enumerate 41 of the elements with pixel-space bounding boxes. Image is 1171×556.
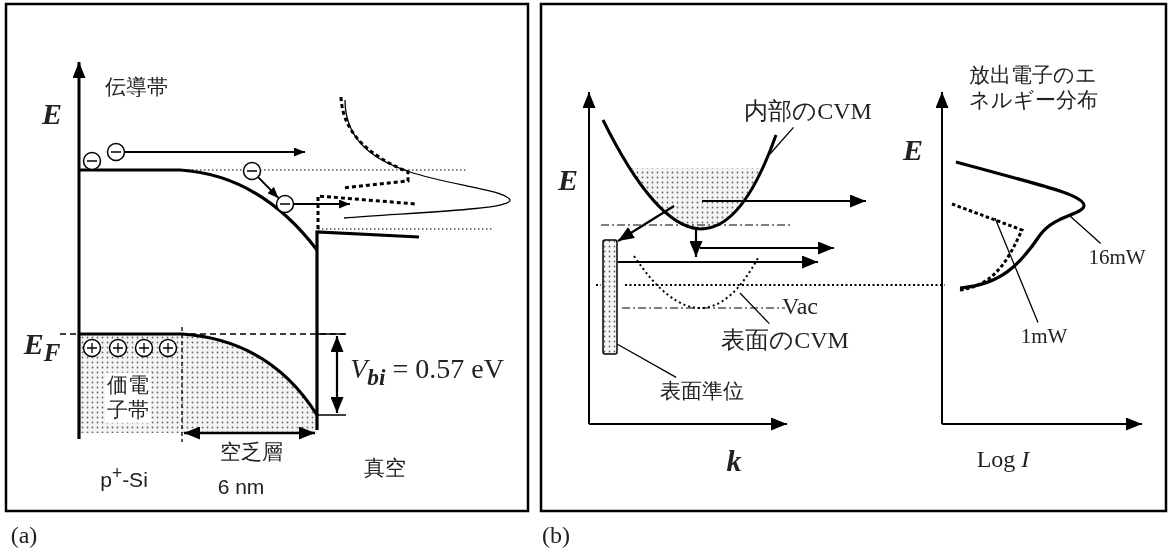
- surface-state-bar: [602, 239, 618, 355]
- graph-title: 放出電子のエネルギー分布: [969, 62, 1099, 114]
- leader-line: [616, 343, 677, 379]
- leader-line: [769, 126, 795, 155]
- panel-label: (b): [542, 520, 570, 550]
- electron-symbol: [82, 151, 102, 171]
- arrow: [618, 255, 818, 269]
- leader-line: [994, 217, 1039, 324]
- electron-symbol: [275, 194, 295, 214]
- curve-label: 1mW: [1020, 324, 1068, 350]
- level-label: Vac: [782, 291, 818, 321]
- dimension-label: 6 nm: [217, 474, 265, 500]
- axis-label: E$_{F}$: [23, 326, 61, 368]
- axis-label: k: [726, 443, 742, 479]
- curve-label: 表面のCVM: [721, 325, 849, 355]
- axis-label: E: [558, 162, 578, 198]
- band-label: 伝導帯: [104, 75, 168, 101]
- arrow: [124, 147, 306, 157]
- band-curve: [633, 255, 760, 309]
- region-label: p$^{+}$-Si: [100, 463, 148, 493]
- leader-line: [739, 292, 770, 325]
- curve-label: 内部のCVM: [744, 96, 872, 126]
- arrow: [689, 229, 703, 257]
- arrow: [257, 176, 280, 199]
- distribution-curve: [955, 160, 1086, 290]
- band-label: 価電子帯: [105, 372, 151, 424]
- voltage-label: V$_{bi}$ = 0.57 eV: [350, 352, 504, 392]
- arrow: [293, 199, 351, 209]
- leader-line: [1069, 215, 1102, 245]
- region-label: 空乏層: [219, 440, 283, 466]
- arrow: [617, 205, 675, 242]
- electron-symbol: [106, 142, 126, 162]
- axis-label: E: [903, 132, 923, 168]
- axis-label: E: [42, 96, 62, 132]
- state-label: 表面準位: [660, 379, 744, 405]
- arrow: [700, 241, 834, 255]
- curve-label: 16mW: [1088, 245, 1146, 271]
- axis-label: Log I: [976, 444, 1030, 474]
- panel-label: (a): [10, 520, 38, 550]
- region-label: 真空: [364, 456, 406, 482]
- electron-symbol: [242, 161, 262, 181]
